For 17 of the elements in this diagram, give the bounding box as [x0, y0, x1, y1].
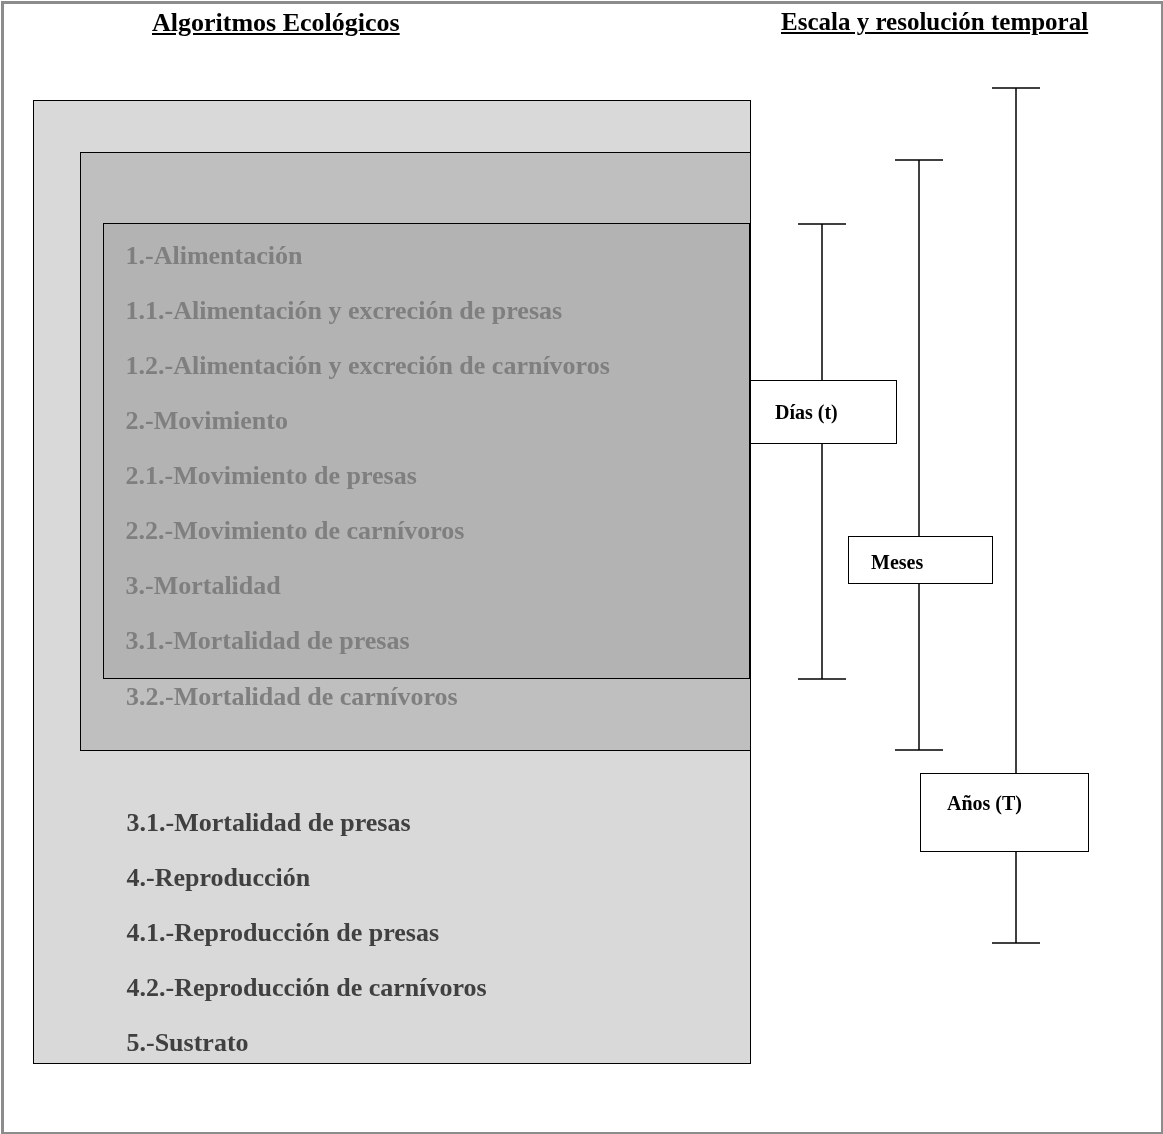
- algorithm-item: 5.-Sustrato: [126, 1027, 249, 1058]
- algorithm-item: 4.-Reproducción: [126, 862, 311, 893]
- algorithm-item: 4.2.-Reproducción de carnívoros: [126, 972, 487, 1003]
- section-heading: Escala y resolución temporal: [781, 8, 1089, 36]
- time-scale-box: [750, 380, 897, 444]
- time-scale-box: [920, 773, 1089, 852]
- time-scale-box: [848, 536, 993, 584]
- algorithm-group-box: [33, 100, 751, 1064]
- algorithm-item: 4.1.-Reproducción de presas: [126, 917, 439, 948]
- algorithm-group-box: [103, 223, 750, 679]
- algorithm-item: 3.2.-Mortalidad de carnívoros: [126, 682, 458, 712]
- algorithm-item: 3.1.-Mortalidad de presas: [126, 807, 411, 838]
- scale-label: Años (T): [947, 792, 1022, 815]
- scale-label: Días (t): [775, 401, 838, 424]
- algorithm-group-box: [79, 151, 751, 751]
- section-heading: Algoritmos Ecológicos: [152, 8, 400, 38]
- scale-label: Meses: [871, 551, 924, 574]
